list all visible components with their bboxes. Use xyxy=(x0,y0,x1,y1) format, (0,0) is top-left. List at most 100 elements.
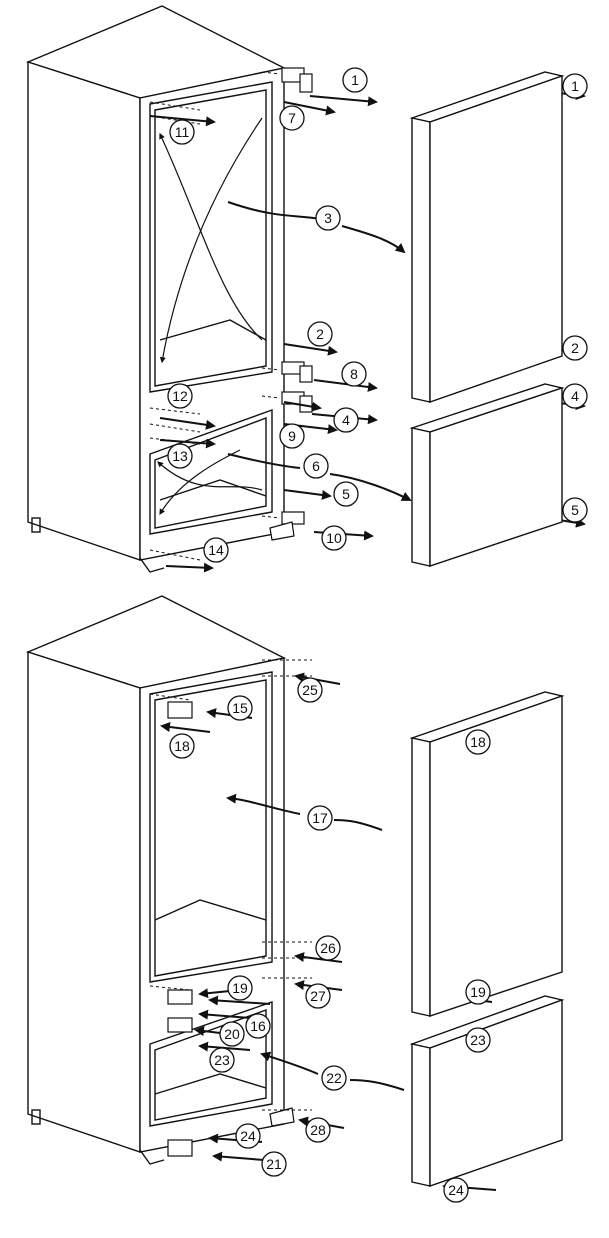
step2-callout-circle xyxy=(315,935,341,961)
step2-callout: 18 xyxy=(169,733,195,759)
step1-callout: 5 xyxy=(562,497,588,523)
step2-callout-circle xyxy=(321,1065,347,1091)
step1-callout: 9 xyxy=(279,423,305,449)
step2-callout-circle xyxy=(169,733,195,759)
step1-callout-circle xyxy=(562,73,588,99)
step1-callout-label: 4 xyxy=(342,412,350,428)
step1-callout-label: 10 xyxy=(326,530,342,546)
step1-callout-label: 1 xyxy=(351,72,359,88)
step1-callout-label: 1 xyxy=(571,78,579,94)
step2-callout: 17 xyxy=(307,805,333,831)
step1-callout: 4 xyxy=(562,383,588,409)
step2-callout: 23 xyxy=(465,1027,491,1053)
step2-callout-label: 15 xyxy=(232,700,248,716)
step2-callout-label: 18 xyxy=(174,738,190,754)
step1-callout-label: 14 xyxy=(208,542,224,558)
step2-callout-label: 27 xyxy=(310,988,326,1004)
step2-callout: 18 xyxy=(465,729,491,755)
step2-callout-circle xyxy=(305,983,331,1009)
step2-callout-label: 22 xyxy=(326,1070,342,1086)
step1-callout: 1 xyxy=(342,67,368,93)
step1-callout-label: 11 xyxy=(175,124,190,140)
step2-callout-label: 24 xyxy=(240,1128,256,1144)
step2-screw-lines xyxy=(149,659,312,1111)
step1-callout: 4 xyxy=(333,407,359,433)
step1-callout: 14 xyxy=(203,537,229,563)
step2-callout: 19 xyxy=(227,975,253,1001)
step1-callout: 5 xyxy=(333,481,359,507)
step2-callout: 24 xyxy=(443,1177,469,1203)
step2-callout: 15 xyxy=(227,695,253,721)
step1-callout-circle xyxy=(303,453,329,479)
step1-callout-label: 7 xyxy=(288,110,296,126)
step1-callout-circle xyxy=(342,67,368,93)
step2-callout: 16 xyxy=(245,1013,271,1039)
step2-callout-circle xyxy=(261,1151,287,1177)
step1-callout-circle xyxy=(203,537,229,563)
step1-callout: 1 xyxy=(562,73,588,99)
step1-callout: 6 xyxy=(303,453,329,479)
step1-callout-label: 12 xyxy=(172,388,188,404)
step2-callout: 24 xyxy=(235,1123,261,1149)
step2-callout-label: 23 xyxy=(214,1052,230,1068)
step1-callout-circle xyxy=(333,407,359,433)
step2-callout-label: 19 xyxy=(470,984,486,1000)
step2-callout-circle xyxy=(245,1013,271,1039)
step1-callout-circle xyxy=(279,423,305,449)
step2-callout-circle xyxy=(465,729,491,755)
step1-callout-label: 2 xyxy=(316,326,324,342)
step1-callout: 12 xyxy=(167,383,193,409)
step2-curved-arrows xyxy=(226,793,405,1091)
step1-fridge-x-arrows xyxy=(159,117,263,364)
step1-hinges xyxy=(269,67,313,541)
step2-callout-circle xyxy=(219,1021,245,1047)
step1-callout-circle xyxy=(167,383,193,409)
step1-callout: 2 xyxy=(562,335,588,361)
step1-callout-circle xyxy=(333,481,359,507)
step2-callout-circle xyxy=(465,979,491,1005)
step2-callout-circle xyxy=(297,677,323,703)
step2-callout: 22 xyxy=(321,1065,347,1091)
step2-callout-circle xyxy=(307,805,333,831)
step1-callout-circle xyxy=(315,205,341,231)
step1-callout: 2 xyxy=(307,321,333,347)
step2-callout-label: 17 xyxy=(312,810,328,826)
step1-callout: 3 xyxy=(315,205,341,231)
step1-callout-circle xyxy=(321,525,347,551)
step1-callout-label: 5 xyxy=(342,486,350,502)
step1-callout-label: 8 xyxy=(350,366,358,382)
step2-callout-label: 26 xyxy=(320,940,336,956)
step1-callout-label: 2 xyxy=(571,340,579,356)
step1-callout-label: 4 xyxy=(571,388,579,404)
step1-callout-circle xyxy=(562,383,588,409)
step1-callout-circle xyxy=(167,443,193,469)
step2-door-panels xyxy=(409,691,565,1187)
step1-callout-circle xyxy=(562,497,588,523)
step1-callout-label: 13 xyxy=(172,448,188,464)
step1-callout-circle xyxy=(341,361,367,387)
step1-callout-label: 6 xyxy=(312,458,320,474)
step2-callout-label: 20 xyxy=(224,1026,240,1042)
step2-hinges xyxy=(167,701,295,1157)
step1-callout: 8 xyxy=(341,361,367,387)
step1-freezer-arrows xyxy=(157,449,263,516)
step2-callout: 25 xyxy=(297,677,323,703)
step1-callout: 10 xyxy=(321,525,347,551)
step2-callout-label: 16 xyxy=(250,1018,266,1034)
step1-fridge-cabinet xyxy=(25,5,287,573)
step2-callout: 28 xyxy=(305,1117,331,1143)
step1-door-panels xyxy=(409,71,565,567)
step2-callout: 26 xyxy=(315,935,341,961)
callout-layer: 1711328124913651014124525151817262719162… xyxy=(167,67,588,1203)
step2-callout-circle xyxy=(227,975,253,1001)
step1-callout: 7 xyxy=(279,105,305,131)
step2-callout-label: 23 xyxy=(470,1032,486,1048)
step2-callout: 23 xyxy=(209,1047,235,1073)
step1-callout: 13 xyxy=(167,443,193,469)
step1-callout-label: 9 xyxy=(288,428,296,444)
step2-callout-circle xyxy=(443,1177,469,1203)
step1-callout-circle xyxy=(562,335,588,361)
step2-fridge-cabinet xyxy=(25,595,287,1165)
step1-callout: 11 xyxy=(169,119,195,145)
